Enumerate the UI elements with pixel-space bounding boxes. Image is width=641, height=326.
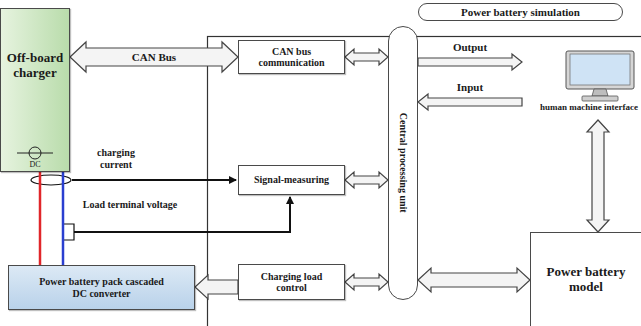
connector [40,172,63,265]
signal-label: charging current [80,147,152,170]
dc-symbol-line [17,152,53,153]
dc-symbol-circle [29,147,41,159]
edge-label-text: Output [451,41,489,53]
cpu-label: Central processing unit [397,113,409,213]
box-label: Signal-measuring [254,174,329,186]
connector [418,54,522,70]
cpu-band: Central processing unit [388,26,418,300]
monitor-base [582,96,618,101]
hollow-arrow [418,268,530,292]
current-signal-line [72,179,236,181]
monitor-bezel [566,51,634,89]
box-label: Charging load control [252,271,332,294]
connector [345,49,388,65]
model-box: Power battery model [530,232,641,326]
voltage-signal-line [74,197,290,232]
computer-terminal: human machine interface [522,50,638,120]
edge-label: Input [455,81,485,94]
simulation-frame [208,37,641,326]
monitor-icon [562,50,638,102]
hollow-arrow [418,54,522,70]
connector [70,42,238,72]
edge-label-text: CAN Bus [130,51,178,63]
connector [587,120,609,232]
dc-source-symbol [15,146,55,160]
hollow-arrow [195,275,238,299]
connector [345,274,388,290]
edge-label-text: Input [455,81,485,93]
monitor-screen [570,54,630,85]
signal-label-text: Load terminal voltage [80,199,180,211]
hollow-arrow [418,94,522,110]
process-box: CAN bus communication [238,40,345,74]
charger-title: Off-board charger [5,51,65,81]
current-clamp [31,175,71,185]
power-wire [62,172,65,265]
box-label: Power battery simulation [461,6,580,19]
charger-box: Off-board chargerDC [0,8,70,172]
connector [345,172,388,188]
hmi-label: human machine interface [540,102,638,112]
edge-label: Output [451,41,489,54]
section-title-pill: Power battery simulation [418,3,623,21]
process-box: Signal-measuring [238,165,345,195]
box-label: Power battery model [539,265,634,295]
edge-label: CAN Bus [130,51,178,64]
connector [418,268,530,292]
hollow-arrow [345,172,388,188]
hollow-arrow [587,120,609,232]
hollow-arrow [70,42,238,72]
connector [418,94,522,110]
connector [195,275,238,299]
hollow-arrow [345,274,388,290]
voltage-tap [63,224,74,240]
signal-label: Load terminal voltage [80,199,180,211]
dc-label: DC [29,160,40,169]
process-box: Charging load control [238,264,345,300]
box-label: Power battery pack cascaded DC converter [37,276,167,299]
battery-pack-box: Power battery pack cascaded DC converter [8,265,195,310]
hollow-arrow [345,49,388,65]
signal-label-text: charging current [80,147,152,170]
box-label: CAN bus communication [247,46,337,69]
monitor-stand [592,89,608,96]
power-wire [39,172,42,265]
